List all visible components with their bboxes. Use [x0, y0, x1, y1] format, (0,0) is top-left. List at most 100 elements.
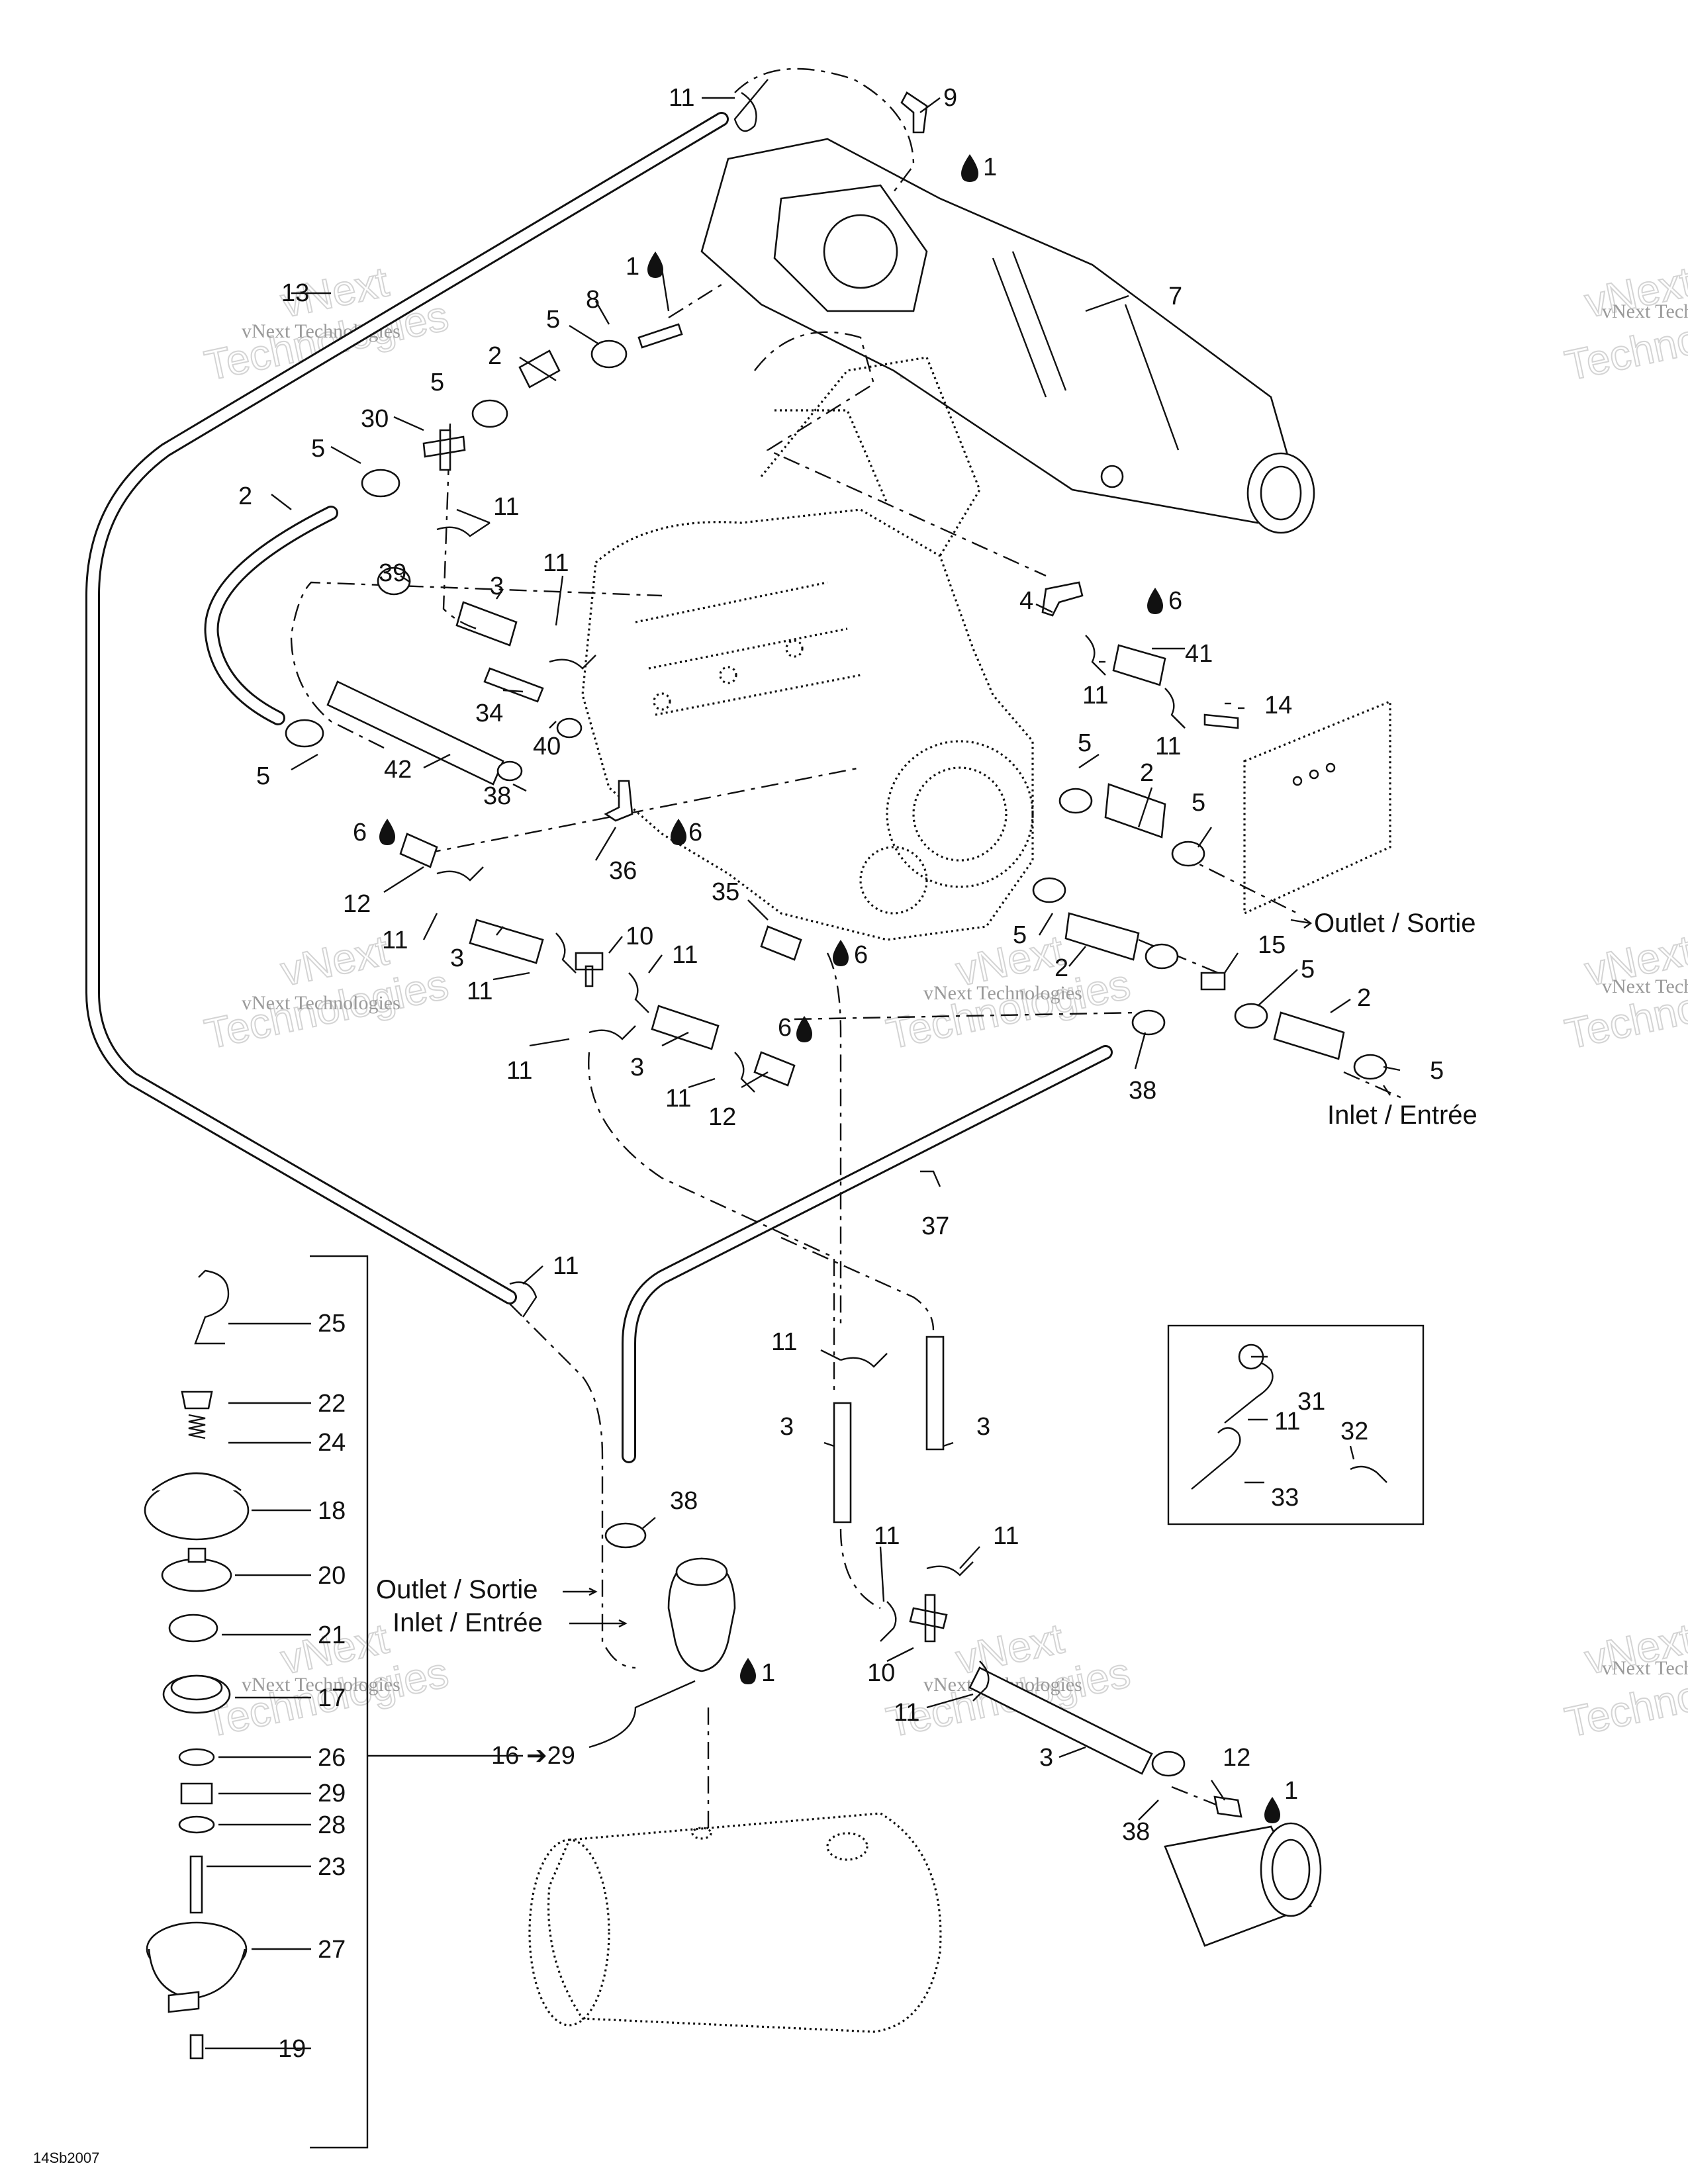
fittings: [399, 91, 1243, 1818]
callout-label: 11: [467, 978, 492, 1005]
drop-icon: [1264, 1797, 1280, 1823]
callout-label: 3: [450, 944, 464, 972]
callout-label: 2: [1055, 954, 1068, 982]
callout-label: 39: [379, 559, 406, 587]
callout-label: 11: [771, 1328, 797, 1356]
drop-icon: [796, 1016, 812, 1042]
callout-label: 9: [943, 84, 957, 112]
callout-label: 10: [626, 923, 653, 950]
clamps: [168, 340, 1387, 1777]
callout-label: 38: [670, 1487, 698, 1515]
drop-icon: [379, 819, 395, 845]
callout-label: 11: [1274, 1408, 1300, 1435]
callout-label: 31: [1297, 1388, 1325, 1416]
drop-icon: [961, 154, 978, 182]
hose-2-loop: [204, 506, 338, 725]
callout-label: 12: [708, 1103, 736, 1131]
callout-label: 10: [867, 1659, 895, 1687]
callout-label: 11: [493, 493, 519, 521]
outlet-label-top: Outlet / Sortie: [1314, 909, 1476, 938]
drop-icons: [379, 154, 1280, 1823]
callout-label: 6: [688, 819, 702, 846]
svg-text:vNext Technologies: vNext Technologies: [242, 1674, 400, 1696]
callout-label: 3: [976, 1413, 990, 1441]
callout-label: 2: [1357, 984, 1371, 1012]
callout-label: 13: [281, 279, 309, 307]
watermark: vNext Technologies vNext Technologies: [1560, 1614, 1688, 1747]
callout-label: 3: [490, 572, 504, 600]
callout-label: 11: [993, 1522, 1019, 1550]
callout-label: 3: [1039, 1744, 1053, 1772]
callout-label: 12: [1223, 1744, 1250, 1772]
callout-label: 26: [318, 1744, 346, 1772]
callout-label: 1: [1284, 1777, 1298, 1805]
callout-label: 5: [546, 306, 560, 334]
callout-label: 32: [1340, 1418, 1368, 1445]
watermark: vNext Technologies vNext Technologies: [1560, 925, 1688, 1058]
svg-text:vNext Technologies: vNext Technologies: [1602, 300, 1688, 322]
callout-label: 4: [1019, 587, 1033, 615]
callout-label: 11: [874, 1522, 900, 1550]
engine: [581, 356, 1034, 941]
callout-label: 5: [1301, 956, 1315, 983]
callout-label: 22: [318, 1390, 346, 1418]
inlet-label-right: Inlet / Entrée: [1327, 1101, 1477, 1130]
svg-text:vNext Technologies: vNext Technologies: [242, 992, 400, 1014]
callout-label: 11: [894, 1699, 919, 1727]
callout-label: 24: [318, 1429, 346, 1457]
callout-label: 1: [761, 1659, 775, 1687]
callout-labels: 11 9 1 13 1 8 5 7 2 5 30 5 2 11 39 3 11 …: [238, 84, 1444, 2063]
valve-parts: [144, 1269, 250, 2060]
callout-label: 15: [1258, 931, 1286, 959]
svg-text:vNext Technologies: vNext Technologies: [1602, 1657, 1688, 1679]
callout-label: 11: [382, 927, 408, 954]
svg-text:vNext Technologies: vNext Technologies: [1602, 976, 1688, 997]
callout-label: 33: [1271, 1484, 1299, 1512]
watermark: vNext Technologies vNext Technologies: [1560, 257, 1688, 390]
callout-label: 5: [256, 762, 270, 790]
callout-label: 2: [488, 342, 502, 370]
callout-label: 29: [318, 1780, 346, 1807]
callout-label: 6: [778, 1014, 792, 1042]
callout-label: 6: [854, 941, 868, 969]
callout-label: 14: [1264, 692, 1292, 719]
callout-label: 40: [533, 733, 561, 760]
callout-label: 3: [630, 1054, 644, 1081]
callout-label: 5: [1013, 921, 1027, 949]
callout-label: 5: [430, 369, 444, 396]
drop-icon: [671, 819, 686, 845]
callout-label: 11: [553, 1252, 579, 1280]
muffler: [528, 1812, 942, 2033]
callout-label: 2: [1140, 759, 1154, 787]
callout-label: 3: [780, 1413, 794, 1441]
callout-label: 37: [921, 1212, 949, 1240]
callout-label: 8: [586, 286, 600, 314]
watermark: vNext Technologies vNext Technologies: [200, 925, 453, 1058]
range-callout: 16 ➔29: [491, 1742, 575, 1770]
tuned-pipe: [700, 138, 1315, 534]
water-filter: [667, 1557, 736, 1672]
tie-straps: [436, 79, 1186, 1702]
callout-label: 11: [506, 1057, 532, 1085]
callout-label: 38: [1129, 1077, 1156, 1105]
drop-icon: [740, 1658, 756, 1684]
callout-label: 2: [238, 482, 252, 510]
drop-icon: [647, 251, 663, 278]
callout-label: 23: [318, 1853, 346, 1881]
outlet-panel: [1243, 700, 1391, 915]
callout-label: 11: [672, 941, 698, 969]
valve-bracket: [310, 1255, 523, 2149]
callout-label: 12: [343, 890, 371, 918]
callout-label: 28: [318, 1811, 346, 1839]
callout-label: 38: [1122, 1818, 1150, 1846]
callout-label: 11: [543, 549, 569, 577]
callout-label: 42: [384, 756, 412, 784]
callout-label: 17: [318, 1684, 346, 1712]
callout-label: 11: [1082, 682, 1108, 709]
callout-label: 7: [1168, 283, 1182, 310]
outlet-fitting: [1164, 1822, 1322, 1947]
callout-label: 11: [1155, 733, 1181, 760]
svg-text:vNext Technologies: vNext Technologies: [923, 982, 1082, 1004]
callout-label: 6: [353, 819, 367, 846]
